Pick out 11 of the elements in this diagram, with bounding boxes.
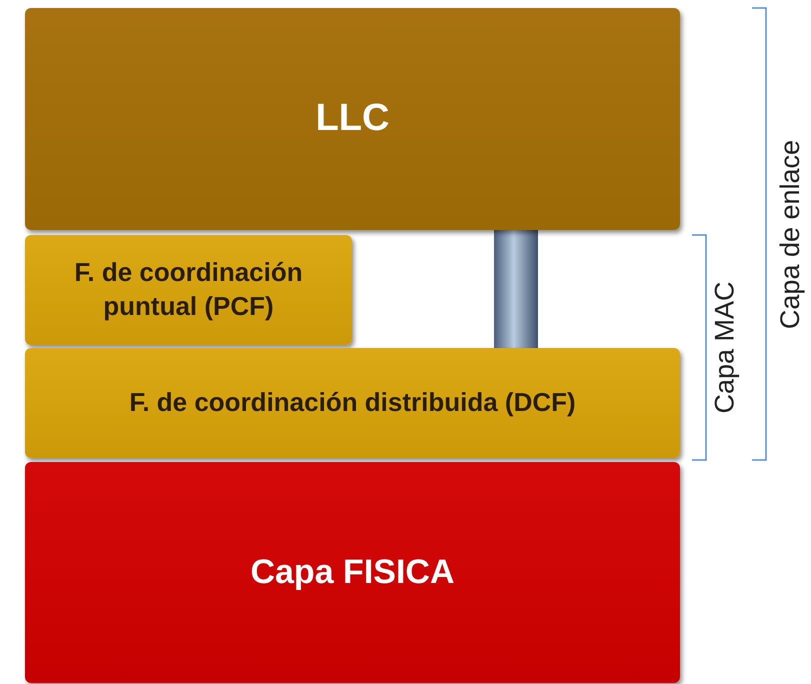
function-box: [25, 235, 352, 345]
layer-label: Capa MAC: [710, 281, 741, 414]
layer-box: [25, 8, 680, 230]
function-box: [25, 348, 680, 458]
layer-label: Capa de enlace: [774, 139, 806, 329]
connector-pillar: [494, 230, 538, 348]
box-label: F. de coordinación distribuida (DCF): [129, 386, 576, 420]
box-label: F. de coordinación puntual (PCF): [73, 256, 304, 323]
box-label: Capa FISICA: [250, 552, 455, 594]
layer-box: [25, 462, 680, 683]
box-label: LLC: [316, 96, 390, 142]
